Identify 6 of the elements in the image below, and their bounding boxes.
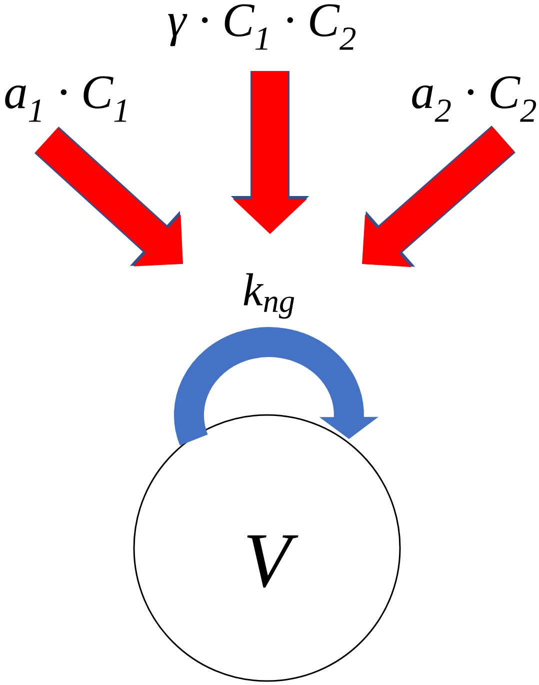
formula-label: a$_{1}$ · C$_{1}$ [5, 76, 126, 122]
formula-label: a$_{2}$ · C$_{2}$ [412, 76, 536, 122]
edge-label: k$_{ng}$ [241, 272, 297, 320]
formula-label: γ · C$_{1}$ · C$_{2}$ [168, 4, 356, 50]
loop-arrow [174, 327, 378, 445]
block-arrow [362, 126, 516, 268]
